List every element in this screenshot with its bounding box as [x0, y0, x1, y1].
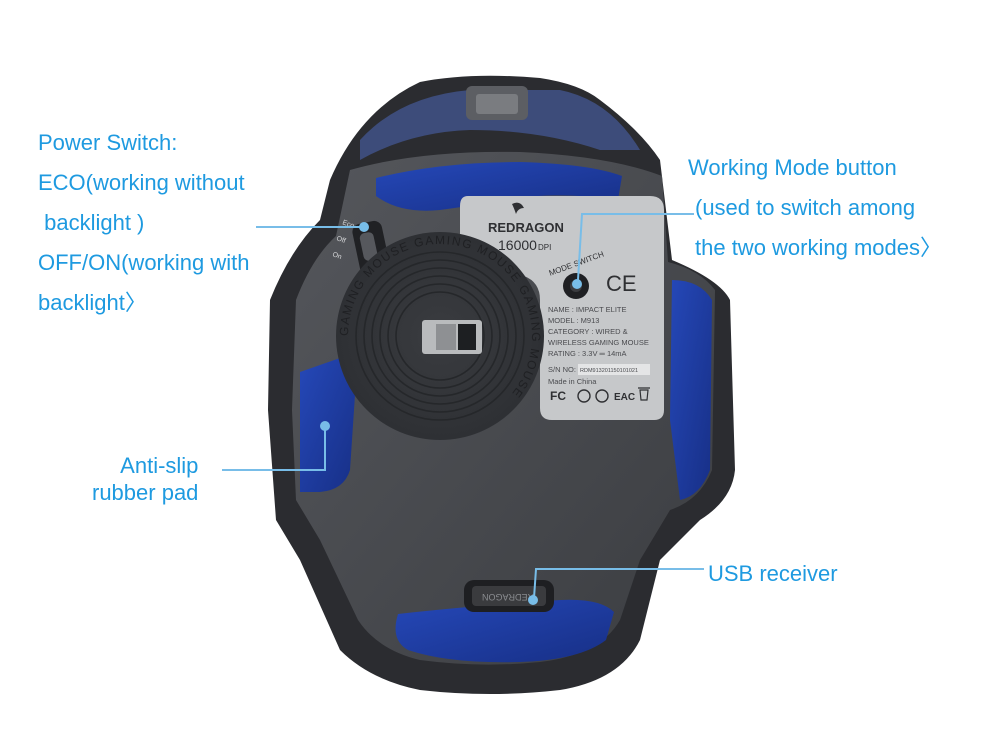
spec-line: CATEGORY : WIRED &: [548, 327, 628, 336]
fcc-mark: FC: [550, 389, 566, 403]
spec-line: WIRELESS GAMING MOUSE: [548, 338, 649, 347]
power-switch-callout: Power Switch: ECO(working without backli…: [38, 123, 249, 323]
callout-line: ECO(working without: [38, 170, 245, 195]
callout-line: (used to switch among: [695, 195, 916, 220]
callout-line: Working Mode button: [688, 155, 897, 180]
callout-line: backlight ): [38, 210, 145, 235]
callout-line: backlight〉: [38, 290, 147, 315]
rubber-pad-right: [670, 280, 712, 500]
callout-line: rubber pad: [92, 480, 199, 505]
dpi-text: 16000: [498, 237, 537, 253]
callout-line: USB receiver: [708, 561, 838, 586]
power-switch-knob[interactable]: [359, 231, 379, 261]
top-bezel: [360, 90, 640, 160]
brand-logo-text: REDRAGON: [488, 220, 564, 235]
made-in-text: Made in China: [548, 377, 597, 386]
callout-line: the two working modes〉: [695, 235, 942, 260]
dragon-logo-icon: [512, 202, 524, 214]
switch-labels: Eco Off On: [331, 219, 355, 261]
callout-line: Power Switch:: [38, 130, 178, 155]
spec-line: MODEL : M913: [548, 316, 599, 325]
switch-label-on: On: [331, 251, 342, 261]
cert-circle-icon: [595, 389, 609, 403]
callout-line: OFF/ON(working with: [38, 250, 250, 275]
callout-line: Anti-slip: [120, 453, 199, 478]
ce-mark: CE: [606, 271, 637, 296]
spec-line: RATING : 3.3V ═ 14mA: [548, 349, 627, 358]
sn-value: RDM913201150101021: [580, 368, 638, 374]
callout-lines: [222, 213, 704, 599]
switch-label-off: Off: [335, 235, 346, 245]
working-mode-callout: Working Mode button (used to switch amon…: [688, 148, 942, 268]
cert-circle-icon: [577, 389, 591, 403]
usb-receiver-line: [533, 568, 704, 599]
rubber-pad-top: [376, 162, 622, 211]
usb-receiver-callout: USB receiver: [708, 554, 838, 594]
eac-mark: EAC: [614, 392, 635, 403]
anti-slip-line: [222, 428, 326, 471]
working-mode-line: [577, 213, 694, 281]
dpi-unit-text: DPI: [538, 243, 551, 252]
receiver-brand-text: REDRAGON: [482, 592, 534, 602]
spec-line: NAME : IMPACT ELITE: [548, 305, 627, 314]
callout-dots: [320, 222, 582, 605]
switch-label-eco: Eco: [341, 219, 355, 230]
recycle-bin-icon: [638, 387, 650, 401]
spec-lines: NAME : IMPACT ELITE MODEL : M913 CATEGOR…: [548, 305, 649, 358]
anti-slip-callout: Anti-slip rubber pad: [92, 452, 198, 506]
sn-label: S/N NO:: [548, 365, 576, 374]
rubber-pad-bottom: [395, 599, 614, 663]
